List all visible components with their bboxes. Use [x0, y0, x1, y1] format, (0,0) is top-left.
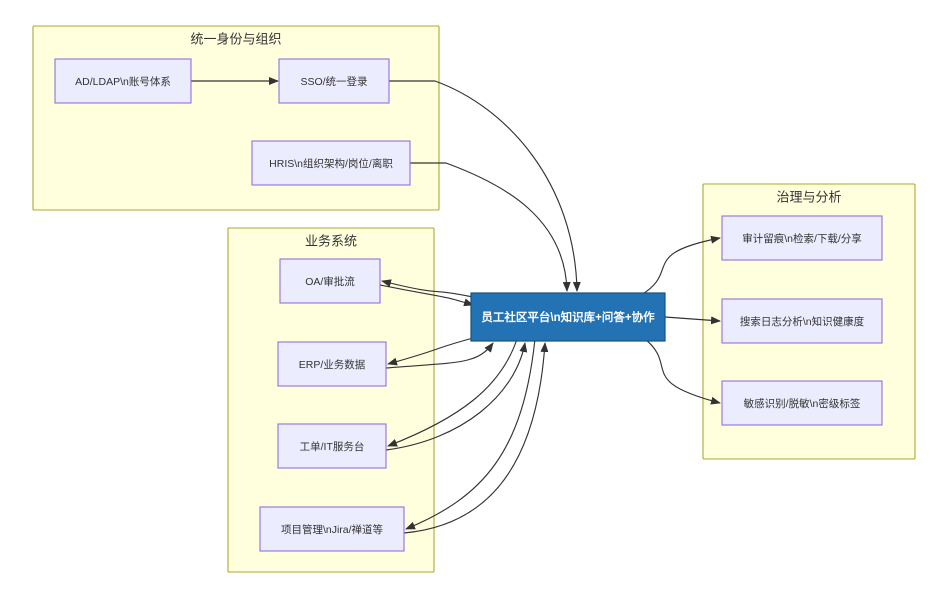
edge-platform-to-audit: [640, 235, 721, 296]
node-erp[interactable]: ERP/业务数据: [277, 341, 387, 387]
edge-oa-to-platform: [379, 284, 474, 307]
edge-platform-to-searchlog: [664, 316, 721, 325]
node-box[interactable]: [277, 423, 387, 469]
cluster-title: 业务系统: [305, 233, 357, 248]
node-ad[interactable]: AD/LDAP\n账号体系: [54, 58, 192, 104]
node-label: ERP/业务数据: [299, 358, 366, 371]
node-box[interactable]: [259, 506, 405, 552]
node-label: SSO/统一登录: [300, 75, 367, 88]
node-box[interactable]: [251, 140, 411, 186]
edge-pm-to-platform: [403, 342, 549, 534]
node-label: 审计留痕\n检索/下载/分享: [742, 232, 862, 245]
center-node-layer: 员工社区平台\n知识库+问答+协作: [470, 292, 666, 342]
edge-platform-to-sensitive: [644, 338, 721, 405]
edge-ticket-to-platform: [385, 342, 528, 451]
node-pm[interactable]: 项目管理\nJira/禅道等: [259, 506, 405, 552]
node-searchlog[interactable]: 搜索日志分析\n知识健康度: [721, 298, 883, 344]
node-box[interactable]: [279, 258, 381, 304]
node-platform[interactable]: 员工社区平台\n知识库+问答+协作: [470, 292, 666, 342]
node-audit[interactable]: 审计留痕\n检索/下载/分享: [721, 215, 883, 261]
nodes-layer: AD/LDAP\n账号体系 SSO/统一登录 HRIS\n组织架构/岗位/离职 OA/…: [54, 58, 883, 552]
edge-hris-to-platform: [410, 162, 571, 292]
cluster-business: 业务系统: [227, 227, 435, 573]
node-box[interactable]: [277, 341, 387, 387]
node-box[interactable]: [721, 215, 883, 261]
node-label: 搜索日志分析\n知识健康度: [740, 315, 865, 328]
node-box[interactable]: [721, 298, 883, 344]
node-box[interactable]: [470, 292, 666, 342]
cluster-title: 统一身份与组织: [190, 31, 281, 46]
node-label: OA/审批流: [305, 275, 355, 288]
edges-layer: [191, 77, 721, 534]
node-label: 项目管理\nJira/禅道等: [281, 523, 384, 536]
edge-platform-to-oa: [381, 279, 474, 298]
node-sensitive[interactable]: 敏感识别/脱敏\n密级标签: [721, 380, 883, 426]
node-label: 工单/IT服务台: [300, 440, 365, 453]
node-label: HRIS\n组织架构/岗位/离职: [269, 157, 393, 170]
edge-platform-to-ticket: [387, 338, 518, 447]
node-label: 员工社区平台\n知识库+问答+协作: [481, 310, 655, 324]
edge-erp-to-platform: [385, 342, 494, 369]
node-label: 敏感识别/脱敏\n密级标签: [744, 397, 861, 410]
node-sso[interactable]: SSO/统一登录: [278, 58, 390, 104]
cluster-box: [227, 227, 435, 573]
node-ticket[interactable]: 工单/IT服务台: [277, 423, 387, 469]
node-box[interactable]: [278, 58, 390, 104]
node-box[interactable]: [54, 58, 192, 104]
node-oa[interactable]: OA/审批流: [279, 258, 381, 304]
edge-sso-to-platform: [389, 80, 581, 292]
edge-platform-to-pm: [405, 338, 536, 530]
cluster-title: 治理与分析: [776, 189, 841, 204]
node-hris[interactable]: HRIS\n组织架构/岗位/离职: [251, 140, 411, 186]
node-label: AD/LDAP\n账号体系: [75, 76, 171, 88]
node-box[interactable]: [721, 380, 883, 426]
edge-platform-to-erp: [387, 336, 478, 366]
